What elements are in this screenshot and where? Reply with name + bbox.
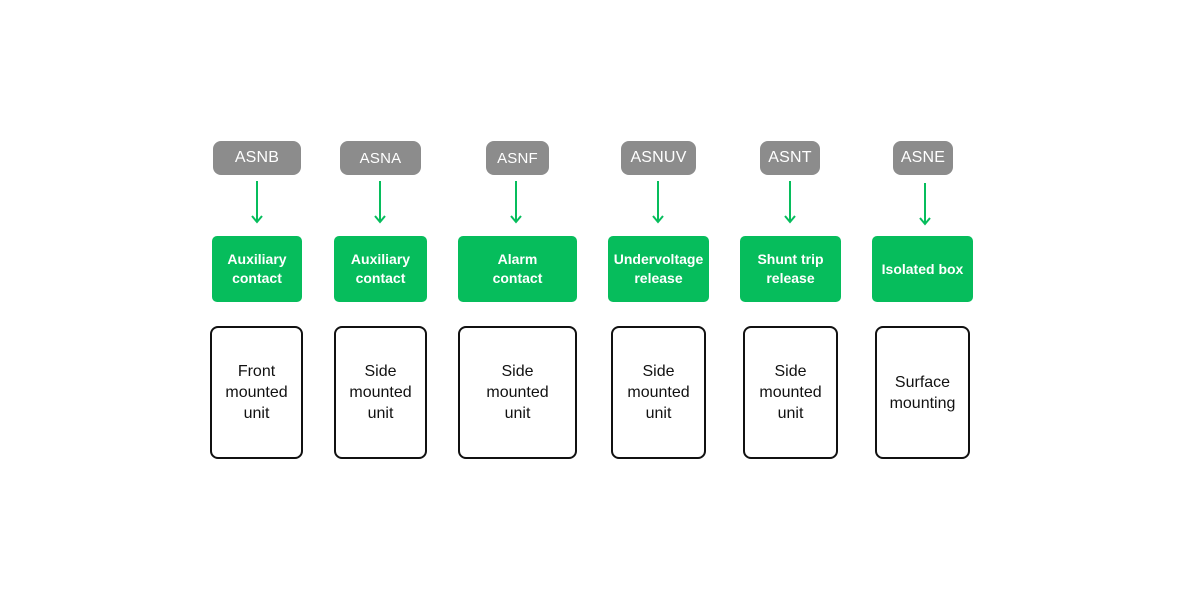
down-arrow-icon (251, 181, 263, 225)
down-arrow-icon (784, 181, 796, 225)
code-label: ASNA (340, 141, 421, 175)
code-label: ASNB (213, 141, 301, 175)
function-box: Auxiliary contact (212, 236, 302, 302)
mounting-box: Surface mounting (875, 326, 970, 459)
down-arrow-icon (919, 183, 931, 227)
mounting-box: Side mounted unit (743, 326, 838, 459)
function-box: Undervoltage release (608, 236, 709, 302)
code-label: ASNE (893, 141, 953, 175)
function-box: Isolated box (872, 236, 973, 302)
down-arrow-icon (652, 181, 664, 225)
mounting-box: Side mounted unit (611, 326, 706, 459)
code-label: ASNT (760, 141, 820, 175)
function-box: Alarm contact (458, 236, 577, 302)
mounting-box: Front mounted unit (210, 326, 303, 459)
mounting-box: Side mounted unit (458, 326, 577, 459)
mounting-box: Side mounted unit (334, 326, 427, 459)
code-label: ASNF (486, 141, 549, 175)
code-label: ASNUV (621, 141, 696, 175)
function-box: Shunt trip release (740, 236, 841, 302)
down-arrow-icon (374, 181, 386, 225)
function-box: Auxiliary contact (334, 236, 427, 302)
down-arrow-icon (510, 181, 522, 225)
